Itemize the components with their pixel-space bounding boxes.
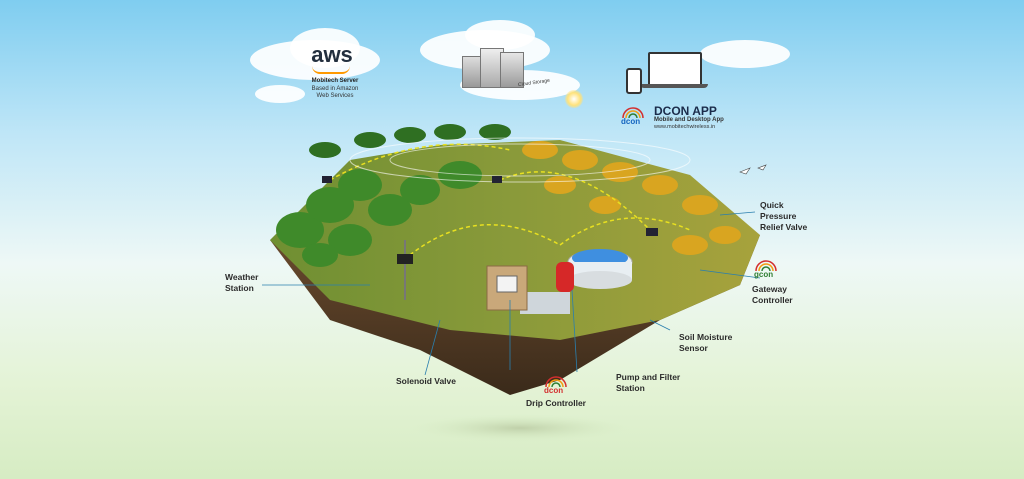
server-title: Mobitech Server	[311, 78, 359, 84]
gateway-gcon-badge: gcon	[751, 258, 781, 282]
ground-shadow	[410, 414, 630, 442]
app-url: www.mobitechwireless.in	[654, 124, 716, 130]
island-grass	[270, 140, 760, 340]
birds	[739, 164, 767, 175]
cloud-left-top	[290, 28, 360, 68]
server-desc-2: Web Services	[316, 93, 354, 99]
solar-panel-1	[322, 176, 332, 183]
drip-signal-icon	[545, 376, 567, 388]
server-rack-icon	[462, 48, 532, 88]
server-desc-1: Based in Amazon	[311, 86, 359, 92]
sun-icon	[565, 90, 583, 108]
solar-panel-3	[646, 228, 658, 236]
pump-icon	[556, 262, 574, 292]
phone-icon	[626, 68, 642, 94]
dcon-app-badge-text: dcon	[621, 117, 641, 126]
label-drip-controller: Drip Controller	[526, 398, 586, 408]
drip-dcon-badge: dcon	[541, 374, 571, 398]
yellow-trees	[522, 141, 741, 255]
signal-arcs-icon	[622, 107, 644, 119]
label-quick-pressure: Quick Pressure Relief Valve	[760, 200, 808, 232]
gateway-signal-icon	[755, 260, 777, 272]
gateway-gcon-badge-text: gcon	[754, 270, 774, 279]
label-solenoid-valve: Solenoid Valve	[396, 376, 456, 386]
pump-platform	[520, 292, 570, 314]
app-title: DCON APP	[654, 104, 717, 118]
wireless-links	[329, 143, 691, 256]
dcon-app-badge: dcon	[618, 104, 648, 130]
callout-lines	[262, 211, 761, 376]
label-soil-moisture: Soil Moisture Sensor	[679, 332, 733, 353]
drip-dcon-badge-text: dcon	[544, 386, 564, 395]
cloud-center-top	[465, 20, 535, 50]
label-pump-filter: Pump and Filter Station	[616, 372, 681, 393]
label-weather-station: Weather Station	[225, 272, 259, 293]
tank-base	[568, 271, 632, 289]
signal-rings	[349, 137, 691, 183]
label-gateway-controller: Gateway Controller	[752, 284, 793, 305]
palm-trees	[309, 124, 511, 158]
cloud-right	[700, 40, 790, 68]
laptop-base	[640, 84, 708, 88]
cloud-small	[255, 85, 305, 103]
app-subtitle: Mobile and Desktop App	[654, 117, 724, 123]
controller-box	[496, 275, 518, 293]
weather-solar-panel	[397, 254, 413, 264]
aws-smile-icon	[312, 66, 350, 74]
solar-panel-2	[492, 176, 502, 183]
green-trees	[276, 161, 482, 267]
aws-logo: aws	[311, 42, 353, 67]
